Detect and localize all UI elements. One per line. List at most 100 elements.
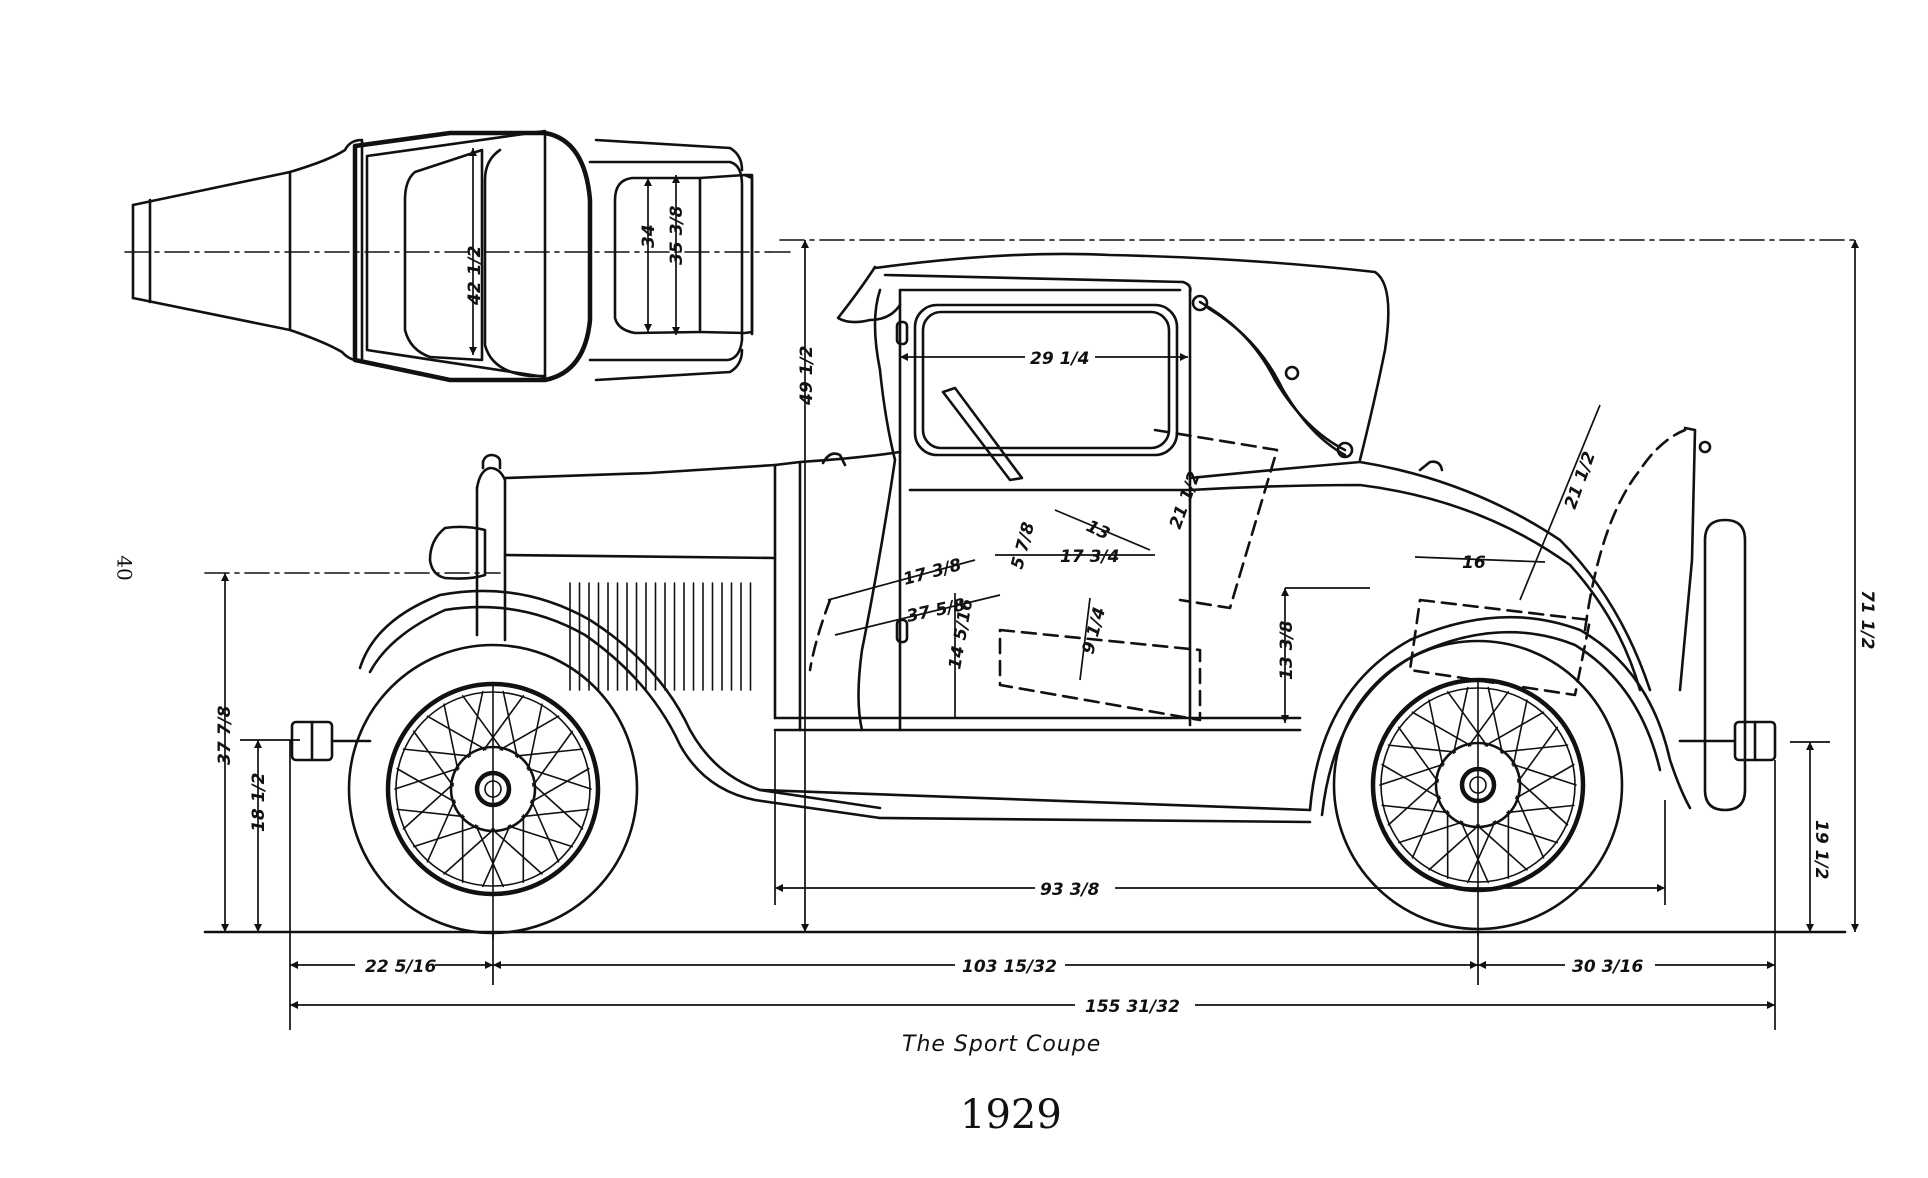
- dim-rear-overhang: 30 3/16: [1572, 957, 1643, 977]
- wheel-spoke: [481, 824, 512, 888]
- wheel-spoke: [1428, 699, 1444, 767]
- wheel-spoke: [1459, 820, 1490, 884]
- wheel-spoke: [412, 825, 479, 848]
- rumble-seat-outline: [1408, 598, 1592, 697]
- dim-body-length: 93 3/8: [1040, 880, 1100, 900]
- front-fender-inner: [368, 605, 882, 820]
- wheel-spoke: [1411, 795, 1441, 859]
- dimension-arrowhead: [900, 353, 908, 361]
- plan-rear-edge: [743, 173, 754, 336]
- dimension-arrowhead: [493, 961, 501, 969]
- wheel-spoke: [1515, 795, 1545, 859]
- seat-cushion-outline: [998, 628, 1202, 722]
- cowl-front: [773, 460, 802, 732]
- cowl-curve: [857, 288, 897, 732]
- wheel-spoke: [1428, 824, 1480, 871]
- dim-front-seat-width: 42 1/2: [465, 246, 485, 306]
- dim-steering-reach: 13: [1083, 516, 1113, 544]
- wheel-spoke: [1446, 690, 1489, 747]
- dimension-arrowhead: [1767, 961, 1775, 969]
- dim-seat-cushion: 9 1/4: [1079, 605, 1111, 656]
- headlight: [428, 525, 487, 580]
- dimension-arrowhead: [1470, 961, 1478, 969]
- dimension-arrowhead: [1180, 353, 1188, 361]
- plan-cab-inner: [365, 129, 547, 379]
- landau-joint-bottom: [1336, 441, 1354, 459]
- wheel-spoke: [1452, 686, 1469, 755]
- plan-rumble-back: [698, 173, 754, 335]
- pedal-arc: [808, 598, 832, 672]
- dimension-arrowhead: [1478, 961, 1486, 969]
- wheel-spoke: [1381, 804, 1450, 814]
- plan-hood-outline: [131, 170, 292, 332]
- wheel-spoke: [396, 808, 465, 818]
- wheel-spoke: [426, 799, 456, 863]
- plan-seat-back: [483, 148, 547, 378]
- dim-overall-height: 71 1/2: [1857, 590, 1877, 649]
- dim-bg: [1075, 990, 1195, 1020]
- dimension-arrowhead: [221, 924, 229, 932]
- dim-rear-fender-height: 13 3/8: [1277, 620, 1297, 680]
- dim-line-seat-cushion: [1079, 597, 1091, 681]
- plan-deck: [588, 160, 744, 362]
- dim-rumble-body-width: 35 3/8: [667, 205, 687, 265]
- dimension-arrowhead: [469, 347, 477, 355]
- dimension-arrowhead: [801, 924, 809, 932]
- rear-wheel: [1332, 639, 1624, 936]
- dim-front-bumper-height: 18 1/2: [249, 773, 269, 832]
- front-bumper: [290, 720, 372, 762]
- roof-front-rail: [883, 273, 1192, 294]
- radiator-shell: [475, 478, 507, 642]
- wheel-spoke: [529, 767, 590, 804]
- dim-bg: [1025, 343, 1095, 371]
- hood-top: [503, 463, 777, 720]
- dimension-arrowhead: [485, 961, 493, 969]
- plan-front-seat: [403, 148, 484, 362]
- dimension-arrowhead: [290, 961, 298, 969]
- wheel-spoke: [394, 767, 460, 790]
- wheel-spoke: [1379, 763, 1445, 786]
- wheel-spoke: [1517, 726, 1559, 783]
- dim-rumble-seat-width: 34: [639, 224, 659, 248]
- wheel-spoke: [402, 782, 455, 830]
- radiator-cap: [481, 453, 502, 470]
- roof-top: [873, 252, 1390, 462]
- spare-tire: [1703, 518, 1747, 812]
- landau-bar: [1198, 300, 1347, 452]
- hood-louvers: [569, 582, 752, 691]
- wheel-spoke: [532, 730, 574, 787]
- wheel-spoke: [499, 715, 560, 751]
- wheel-spoke: [412, 730, 454, 787]
- radiator-top: [475, 466, 507, 490]
- seat-back-outline: [1153, 428, 1279, 610]
- dim-bg: [355, 950, 435, 980]
- dim-rumble-lid: 21 1/2: [1561, 449, 1600, 512]
- door-hinge-bottom: [895, 618, 909, 644]
- dim-rear-bumper-height: 19 1/2: [1811, 820, 1831, 879]
- dimension-arrowhead: [672, 175, 680, 183]
- dimension-arrowhead: [644, 324, 652, 332]
- wheel-spoke: [1397, 821, 1464, 844]
- plan-view: 42 1/2 34 35 3/8: [124, 129, 791, 383]
- landau-bar-inner: [1206, 306, 1347, 457]
- wheel-spoke: [467, 690, 484, 759]
- wheel-spoke: [1466, 820, 1497, 884]
- rear-light: [1698, 440, 1712, 454]
- wheel-spoke: [461, 694, 504, 751]
- landau-joint-mid: [1284, 365, 1300, 381]
- wheel-spoke: [1511, 763, 1577, 786]
- wheel-spoke: [1476, 824, 1528, 871]
- wheel-spoke: [396, 767, 457, 804]
- wheel-spoke: [1512, 699, 1528, 767]
- wheel-spoke: [491, 828, 543, 875]
- wheel-spoke: [1397, 726, 1439, 783]
- front-wheel: [347, 643, 639, 940]
- dimension-arrowhead: [1281, 588, 1289, 596]
- hood-side-line: [503, 553, 777, 560]
- wheel-spoke: [1499, 744, 1569, 753]
- plan-cowl: [288, 138, 364, 363]
- dim-line-seat-depth-a: [827, 559, 976, 601]
- steering-column: [941, 386, 1024, 482]
- dimension-arrowhead: [1851, 240, 1859, 248]
